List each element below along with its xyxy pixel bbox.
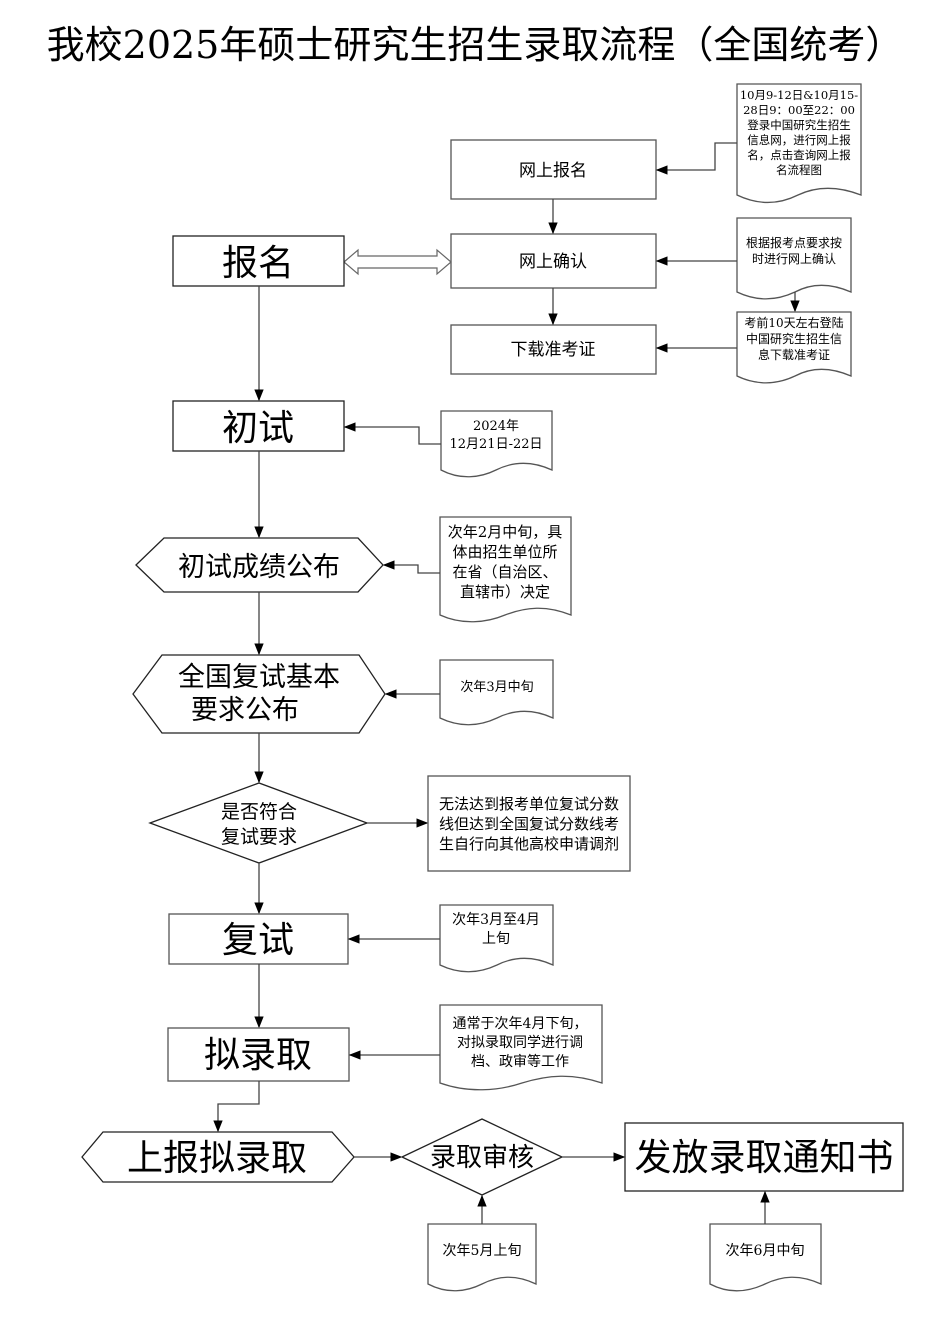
note-text: 10月9-12日&10月15- <box>740 88 858 102</box>
note-text: 生自行向其他高校申请调剂 <box>439 835 619 853</box>
note-retest: 次年3月至4月 上旬 <box>439 904 554 973</box>
note-prelim-results: 次年2月中旬，具 体由招生单位所 在省（自治区、 直辖市）决定 <box>439 516 572 623</box>
note-text: 次年6月中旬 <box>726 1243 805 1259</box>
decision-label-line2: 复试要求 <box>221 826 297 848</box>
online-registration-box[interactable]: 网上报名 <box>450 139 657 200</box>
note-text: 档、政审等工作 <box>471 1053 569 1070</box>
registration-box[interactable]: 报名 <box>172 235 345 287</box>
note-text: 根据报考点要求按 <box>746 235 842 250</box>
note-national-requirements: 次年3月中旬 <box>439 659 554 726</box>
note-text: 直辖市）决定 <box>460 583 550 601</box>
note-adjustment: 无法达到报考单位复试分数 线但达到全国复试分数线考 生自行向其他高校申请调剂 <box>427 775 631 872</box>
note-text: 体由招生单位所 <box>452 543 557 561</box>
note-online-registration: 10月9-12日&10月15- 28日9：00至22：00 登录中国研究生招生 … <box>736 83 862 204</box>
note-text: 次年3月至4月 <box>452 912 540 928</box>
note-text: 对拟录取同学进行调 <box>457 1035 583 1051</box>
admission-review-diamond[interactable]: 录取审核 <box>400 1118 564 1196</box>
note-text: 无法达到报考单位复试分数 <box>439 795 619 813</box>
connector-arrow <box>213 1081 260 1133</box>
page-title: 我校2025年硕士研究生招生录取流程（全国统考） <box>46 23 904 67</box>
note-text: 登录中国研究生招生 <box>747 118 851 132</box>
note-text: 线但达到全国复试分数线考 <box>439 815 619 833</box>
admission-review-label: 录取审核 <box>430 1143 534 1173</box>
note-text: 次年2月中旬，具 <box>448 523 563 541</box>
online-confirmation-label: 网上确认 <box>519 252 587 272</box>
note-admission-review: 次年5月上旬 <box>427 1223 537 1292</box>
prelim-results-hexagon[interactable]: 初试成绩公布 <box>135 537 384 593</box>
decision-label-line1: 是否符合 <box>221 801 297 823</box>
proposed-admission-box[interactable]: 拟录取 <box>167 1027 350 1082</box>
issue-notice-box[interactable]: 发放录取通知书 <box>624 1122 904 1192</box>
issue-notice-label: 发放录取通知书 <box>635 1136 894 1179</box>
note-text: 次年3月中旬 <box>460 679 533 695</box>
note-text: 考前10天左右登陆 <box>744 315 843 330</box>
national-requirements-hexagon[interactable]: 全国复试基本 要求公布 <box>132 654 386 734</box>
note-online-confirmation: 根据报考点要求按 时进行网上确认 <box>736 217 852 300</box>
note-text: 通常于次年4月下旬， <box>453 1016 588 1032</box>
note-prelim-exam: 2024年 12月21日-22日 <box>440 410 553 478</box>
note-proposed-admission: 通常于次年4月下旬， 对拟录取同学进行调 档、政审等工作 <box>439 1004 603 1091</box>
note-text: 时进行网上确认 <box>752 252 836 266</box>
online-confirmation-box[interactable]: 网上确认 <box>450 233 657 289</box>
report-admission-hexagon[interactable]: 上报拟录取 <box>81 1131 355 1183</box>
note-text: 12月21日-22日 <box>449 437 542 452</box>
decision-diamond[interactable]: 是否符合 复试要求 <box>148 782 369 864</box>
prelim-exam-box[interactable]: 初试 <box>172 400 345 452</box>
note-text: 2024年 <box>473 419 519 434</box>
national-requirements-label-line2: 要求公布 <box>191 695 299 726</box>
prelim-exam-label: 初试 <box>222 408 294 449</box>
note-text: 信息网，进行网上报 <box>747 133 851 147</box>
note-text: 息下载准考证 <box>758 347 830 362</box>
note-text: 次年5月上旬 <box>443 1243 522 1259</box>
registration-label: 报名 <box>222 243 294 284</box>
connector-arrow <box>382 560 440 574</box>
proposed-admission-label: 拟录取 <box>204 1035 312 1076</box>
note-text: 上旬 <box>482 931 510 947</box>
download-ticket-label: 下载准考证 <box>511 340 596 360</box>
note-download-ticket: 考前10天左右登陆 中国研究生招生信 息下载准考证 <box>736 311 852 384</box>
double-arrow-icon <box>343 248 452 276</box>
note-issue-notice: 次年6月中旬 <box>709 1223 822 1292</box>
note-text: 中国研究生招生信 <box>746 331 842 346</box>
note-text: 名流程图 <box>776 163 822 177</box>
download-ticket-box[interactable]: 下载准考证 <box>450 324 657 375</box>
retest-box[interactable]: 复试 <box>168 913 349 965</box>
note-text: 28日9：00至22：00 <box>743 103 855 117</box>
connector-arrow <box>655 142 737 175</box>
note-text: 名，点击查询网上报 <box>747 148 851 162</box>
note-text: 在省（自治区、 <box>452 563 557 581</box>
national-requirements-label-line1: 全国复试基本 <box>178 662 340 693</box>
online-registration-label: 网上报名 <box>519 161 587 181</box>
prelim-results-label: 初试成绩公布 <box>178 552 340 583</box>
report-admission-label: 上报拟录取 <box>127 1138 307 1179</box>
retest-label: 复试 <box>222 920 294 961</box>
connector-arrow <box>343 422 441 445</box>
